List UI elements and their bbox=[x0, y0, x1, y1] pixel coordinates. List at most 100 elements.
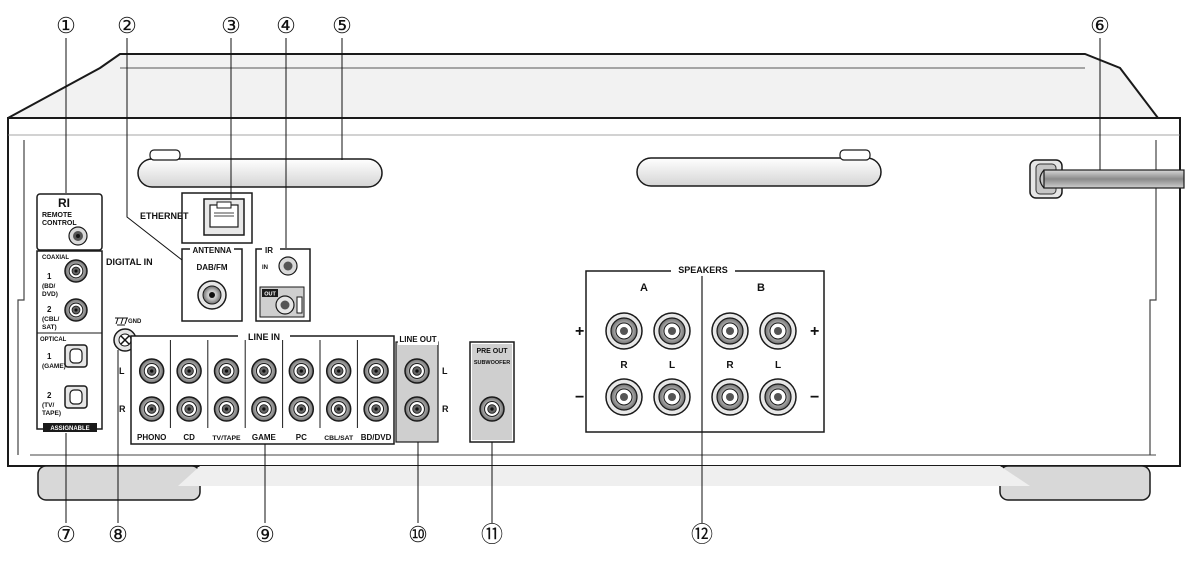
assignable-label: ASSIGNABLE bbox=[50, 426, 89, 432]
digital-in-section: DIGITAL IN COAXIAL 1 (BD/ DVD) 2 (CBL/ S… bbox=[36, 250, 153, 432]
ethernet-port[interactable] bbox=[203, 198, 245, 236]
gnd-terminal[interactable] bbox=[113, 328, 137, 352]
speaker-r-label: R bbox=[620, 360, 628, 371]
speakers-b-label: B bbox=[757, 282, 765, 294]
speaker-a-l-minus-terminal[interactable] bbox=[653, 378, 691, 416]
coaxial-1-label: DVD) bbox=[42, 291, 58, 298]
line-in-0-left-jack[interactable] bbox=[138, 358, 165, 384]
speaker-b-r-plus-terminal[interactable] bbox=[711, 312, 749, 350]
line-in-input-label: BD/DVD bbox=[361, 433, 392, 442]
optical-1-jack[interactable] bbox=[64, 344, 88, 368]
line-out-left-jack[interactable] bbox=[404, 358, 430, 384]
speaker-a-l-plus-terminal[interactable] bbox=[653, 312, 691, 350]
subwoofer-jack[interactable] bbox=[479, 396, 505, 422]
optical-2-jack[interactable] bbox=[64, 385, 88, 409]
optical-label: OPTICAL bbox=[40, 337, 67, 343]
remote-control-jack[interactable] bbox=[68, 226, 88, 246]
optical-1-label: (GAME) bbox=[42, 363, 66, 370]
coaxial-2-label: 2 bbox=[47, 305, 52, 314]
dab-fm-antenna-jack[interactable] bbox=[197, 280, 227, 310]
coaxial-2-label: (CBL/ bbox=[42, 316, 60, 323]
callout-4: ④ bbox=[276, 13, 296, 38]
antenna-section: ANTENNA DAB/FM bbox=[181, 245, 243, 322]
line-in-5-right-jack[interactable] bbox=[325, 396, 352, 422]
speaker-b-r-minus-terminal[interactable] bbox=[711, 378, 749, 416]
coaxial-1-jack[interactable] bbox=[64, 259, 88, 283]
line-in-5-left-jack[interactable] bbox=[325, 358, 352, 384]
line-in-3-right-jack[interactable] bbox=[251, 396, 277, 422]
line-in-0-right-jack[interactable] bbox=[138, 396, 165, 422]
line-in-title: LINE IN bbox=[248, 332, 280, 342]
line-out-left-label: L bbox=[442, 366, 448, 376]
callout-10: ⑩ bbox=[408, 522, 428, 547]
speakers-a-label: A bbox=[640, 282, 648, 294]
power-cord bbox=[1029, 159, 1185, 199]
line-in-1-left-jack[interactable] bbox=[176, 358, 202, 384]
speaker-r-label: R bbox=[726, 360, 734, 371]
line-in-2-right-jack[interactable] bbox=[213, 396, 240, 422]
callout-leader-lines bbox=[65, 38, 1101, 523]
ir-section: IR IN OUT bbox=[255, 245, 311, 322]
callout-11: ⑪ bbox=[481, 522, 503, 547]
speaker-b-l-plus-terminal[interactable] bbox=[759, 312, 797, 350]
coaxial-1-label: 1 bbox=[47, 272, 52, 281]
line-in-4-left-jack[interactable] bbox=[288, 358, 315, 384]
ri-logo: RI bbox=[58, 196, 70, 210]
optical-2-label: TAPE) bbox=[42, 410, 61, 417]
coaxial-2-jack[interactable] bbox=[64, 298, 88, 322]
speakers-minus-label: − bbox=[810, 389, 819, 406]
line-out-title: LINE OUT bbox=[399, 335, 436, 344]
speaker-a-r-plus-terminal[interactable] bbox=[605, 312, 643, 350]
speakers-title: SPEAKERS bbox=[678, 265, 728, 275]
line-in-6-left-jack[interactable] bbox=[363, 358, 389, 384]
line-in-input-label: PHONO bbox=[137, 433, 166, 442]
line-in-6-right-jack[interactable] bbox=[363, 396, 389, 422]
line-in-1-right-jack[interactable] bbox=[176, 396, 202, 422]
ir-in-jack[interactable] bbox=[278, 256, 298, 276]
pre-out-title: PRE OUT bbox=[476, 348, 508, 355]
line-in-left-label: L bbox=[119, 366, 125, 376]
line-out-right-jack[interactable] bbox=[404, 396, 430, 422]
line-in-input-label: PC bbox=[296, 433, 307, 442]
ir-out-jack[interactable] bbox=[275, 295, 303, 315]
speaker-l-label: L bbox=[669, 360, 675, 371]
remote-control-label: REMOTE bbox=[42, 212, 72, 219]
ir-title: IR bbox=[265, 246, 273, 255]
speaker-l-label: L bbox=[775, 360, 781, 371]
line-in-right-label: R bbox=[119, 404, 126, 414]
ri-remote-section: RI REMOTE CONTROL bbox=[36, 193, 103, 251]
line-in-2-left-jack[interactable] bbox=[213, 358, 240, 384]
speakers-plus-label: + bbox=[575, 323, 584, 340]
chassis-top bbox=[7, 53, 1161, 119]
coaxial-label: COAXIAL bbox=[42, 255, 69, 261]
speaker-b-l-minus-terminal[interactable] bbox=[759, 378, 797, 416]
gnd-section: GND bbox=[113, 317, 142, 352]
antenna-right bbox=[636, 157, 882, 187]
optical-1-label: 1 bbox=[47, 352, 52, 361]
subwoofer-label: SUBWOOFER bbox=[474, 360, 510, 366]
line-in-input-label: GAME bbox=[252, 433, 277, 442]
callout-6: ⑥ bbox=[1090, 13, 1110, 38]
callout-7: ⑦ bbox=[56, 522, 76, 547]
foot-left bbox=[37, 465, 201, 501]
callout-1: ① bbox=[56, 13, 76, 38]
callout-9: ⑨ bbox=[255, 522, 275, 547]
remote-control-label: CONTROL bbox=[42, 220, 77, 227]
antenna-title: ANTENNA bbox=[192, 246, 231, 255]
speaker-a-r-minus-terminal[interactable] bbox=[605, 378, 643, 416]
line-out-right-label: R bbox=[442, 404, 449, 414]
callout-3: ③ bbox=[221, 13, 241, 38]
line-in-4-right-jack[interactable] bbox=[288, 396, 315, 422]
line-in-input-label: TV/TAPE bbox=[212, 435, 241, 442]
line-in-3-left-jack[interactable] bbox=[251, 358, 277, 384]
dab-fm-label: DAB/FM bbox=[196, 263, 227, 272]
coaxial-2-label: SAT) bbox=[42, 324, 57, 331]
ethernet-label: ETHERNET bbox=[140, 211, 189, 221]
ethernet-section: ETHERNET bbox=[140, 192, 253, 244]
ir-in-label: IN bbox=[262, 265, 268, 271]
